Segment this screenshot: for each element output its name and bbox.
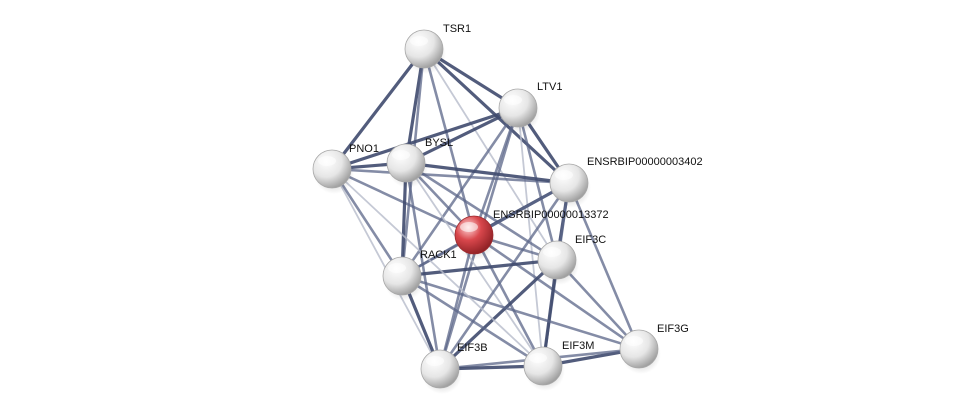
node-label-bysl: BYSL (425, 137, 453, 149)
edge-ltv1-bysl (404, 106, 520, 165)
node-ball[interactable] (404, 29, 444, 69)
node-highlight (410, 36, 428, 46)
node-label-rack1: RACK1 (420, 249, 457, 261)
edge-rack1-eif3g (400, 274, 641, 351)
edge-tsr1-pno1 (330, 47, 426, 171)
node-pno1[interactable] (312, 149, 354, 194)
node-eif3m[interactable] (523, 346, 565, 391)
node-highlight (504, 95, 522, 105)
edge-pno1-eif3m (331, 168, 544, 367)
node-layer (312, 29, 661, 394)
node-rack1[interactable] (382, 256, 424, 301)
edge-ensrbip00000013372-eif3g (472, 233, 641, 351)
edge-bysl-eif3b (404, 161, 442, 371)
node-highlight (426, 356, 444, 366)
edge-ensrbip00000003402-eif3b (438, 181, 571, 371)
node-label-pno1: PNO1 (349, 143, 379, 155)
node-label-tsr1: TSR1 (443, 23, 471, 35)
edge-bysl-ensrbip00000003402 (404, 161, 571, 185)
node-highlight (555, 170, 573, 180)
node-eif3c[interactable] (537, 240, 579, 285)
edge-ltv1-pno1 (330, 106, 520, 171)
node-highlight (318, 156, 336, 166)
node-ltv1[interactable] (498, 88, 540, 133)
node-eif3b[interactable] (420, 349, 462, 394)
edge-tsr1-eif3c (423, 48, 558, 261)
node-highlight (392, 150, 410, 160)
node-bysl[interactable] (386, 143, 428, 188)
node-highlight (388, 263, 406, 273)
node-ensrbip00000003402[interactable] (549, 163, 591, 208)
node-ball[interactable] (523, 346, 563, 386)
edge-ensrbip00000003402-eif3g (567, 181, 641, 351)
node-label-eif3g: EIF3G (657, 323, 689, 335)
node-tsr1[interactable] (404, 29, 446, 74)
node-highlight (625, 336, 643, 346)
node-ball[interactable] (549, 163, 589, 203)
node-highlight (460, 222, 478, 232)
edge-pno1-ensrbip00000013372 (330, 167, 476, 237)
node-ensrbip00000013372[interactable] (454, 215, 496, 260)
edge-eif3c-rack1 (400, 258, 559, 278)
node-ball[interactable] (386, 143, 426, 183)
node-ball[interactable] (498, 88, 538, 128)
node-highlight (543, 247, 561, 257)
node-highlight (529, 353, 547, 363)
node-ball[interactable] (420, 349, 460, 389)
node-ball[interactable] (619, 329, 659, 369)
node-label-eif3m: EIF3M (562, 340, 594, 352)
node-label-ltv1: LTV1 (537, 81, 562, 93)
edge-ltv1-eif3c (516, 106, 559, 262)
node-label-ensrbip00000003402: ENSRBIP00000003402 (587, 156, 703, 168)
edge-rack1-eif3m (400, 274, 545, 368)
node-label-eif3c: EIF3C (575, 234, 606, 246)
edge-pno1-ensrbip00000003402 (330, 167, 571, 185)
node-ball[interactable] (537, 240, 577, 280)
node-label-eif3b: EIF3B (457, 342, 488, 354)
edge-eif3c-eif3b (438, 258, 559, 371)
edge-bysl-eif3c (404, 161, 559, 262)
query-node-ball[interactable] (454, 215, 494, 255)
node-ball[interactable] (312, 149, 352, 189)
node-eif3g[interactable] (619, 329, 661, 374)
node-label-ensrbip00000013372: ENSRBIP00000013372 (493, 209, 609, 221)
node-ball[interactable] (382, 256, 422, 296)
edge-bysl-eif3m (405, 162, 544, 367)
